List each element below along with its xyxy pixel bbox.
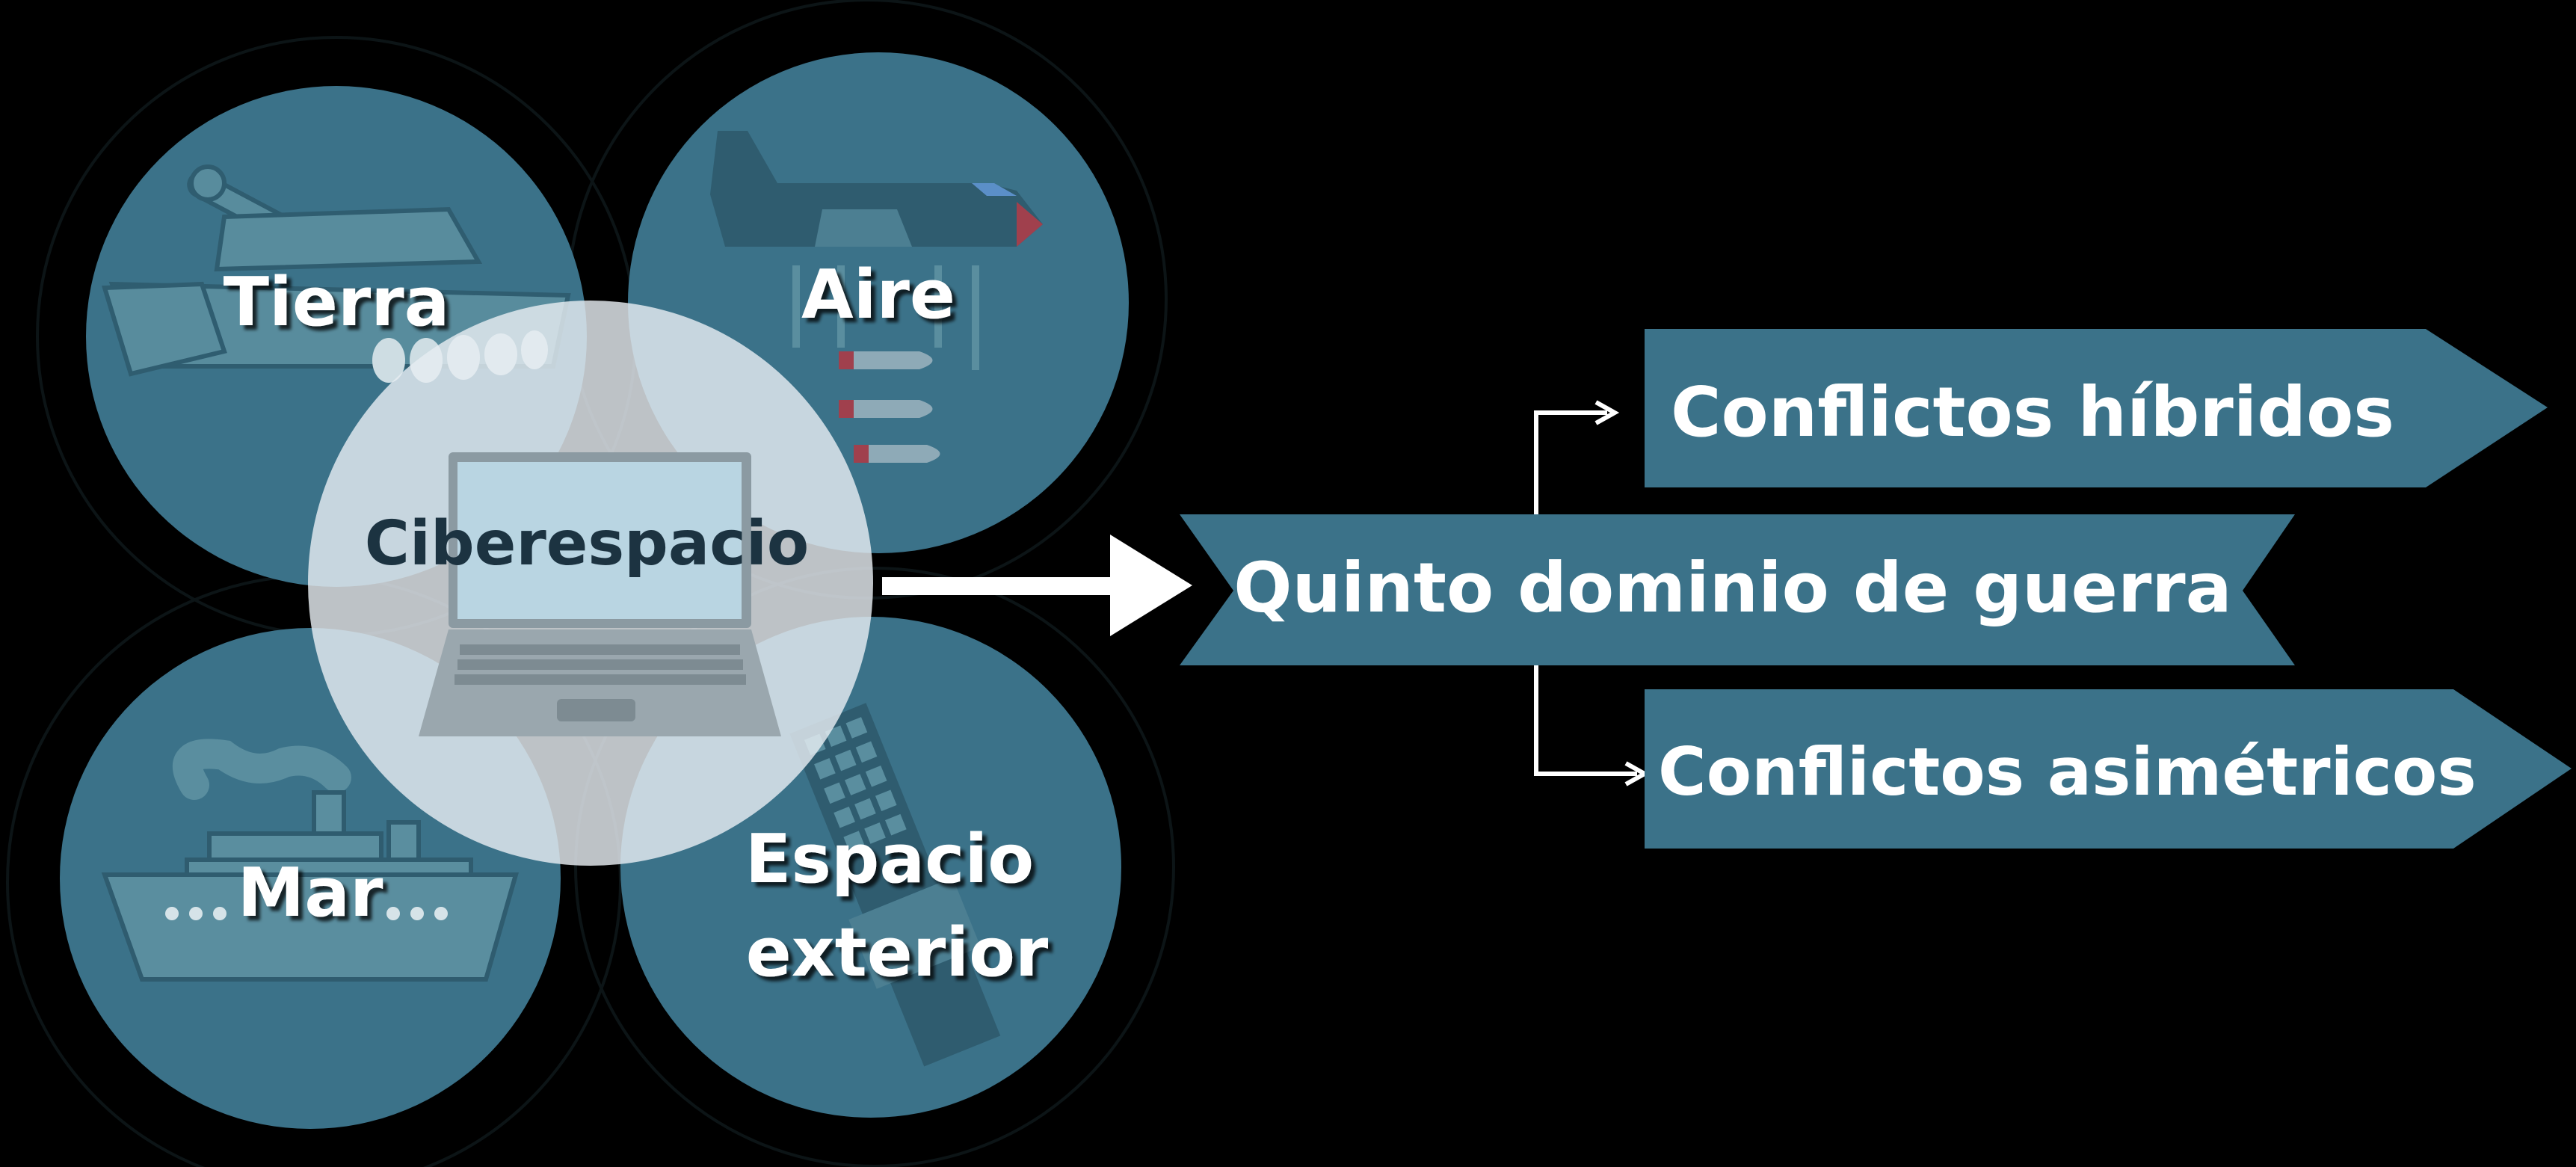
satellite-icon: [789, 703, 1001, 1067]
fifth-domain-label: Quinto dominio de guerra: [1233, 548, 2232, 628]
cyber-domain: Ciberespacio: [308, 301, 873, 866]
space-label-line2: exterior: [746, 914, 1049, 992]
land-label: Tierra: [224, 263, 450, 342]
main-arrow: [882, 535, 1192, 636]
air-label: Aire: [801, 256, 955, 334]
airplane-bombs-icon: [710, 131, 1043, 463]
cyber-label: Ciberespacio: [365, 508, 810, 579]
hybrid-conflicts-banner: Conflictos híbridos: [1645, 329, 2548, 487]
bombs: [839, 351, 940, 463]
ship-icon: [101, 739, 519, 982]
space-label-line1: Espacio: [745, 820, 1034, 899]
fifth-domain-banner: Quinto dominio de guerra: [1180, 514, 2295, 665]
asymmetric-conflicts-banner: Conflictos asimétricos: [1645, 689, 2572, 849]
sea-label: Mar: [238, 854, 383, 932]
asymmetric-conflicts-label: Conflictos asimétricos: [1658, 733, 2477, 810]
laptop-icon: [419, 452, 781, 736]
hybrid-conflicts-label: Conflictos híbridos: [1671, 372, 2394, 452]
